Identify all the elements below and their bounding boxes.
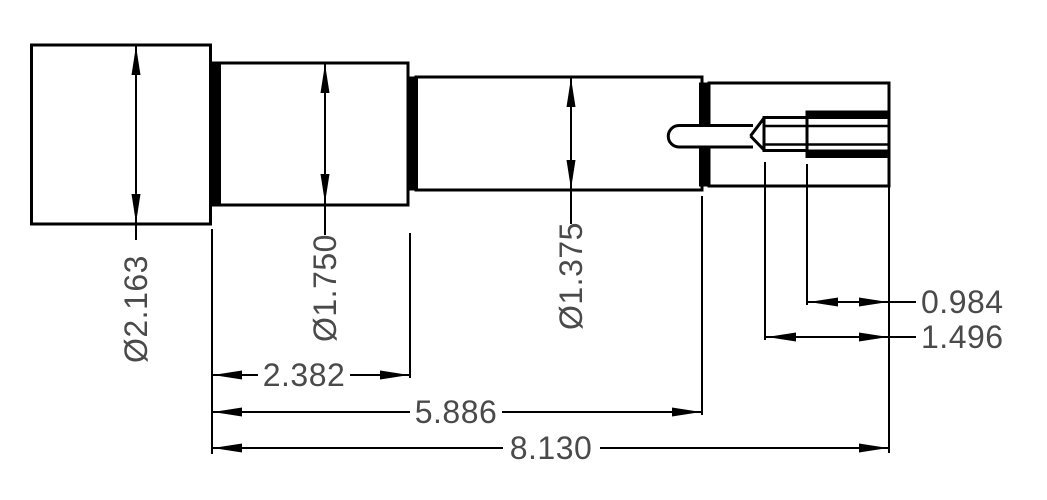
step-face-1 <box>210 62 221 206</box>
arrowhead-left <box>213 370 242 380</box>
dim-dia-mid: Ø1.750 <box>307 64 343 342</box>
section-large-outline <box>30 43 212 226</box>
step-face-2 <box>407 76 418 191</box>
dim-label-8130: 8.130 <box>510 430 593 466</box>
arrowhead-up <box>131 46 141 75</box>
arrowhead-left <box>767 332 796 342</box>
dim-label-1496: 1.496 <box>921 319 1004 355</box>
arrowhead-up <box>320 64 330 93</box>
dim-8130: 8.130 <box>213 430 888 466</box>
arrowhead-right <box>859 443 888 453</box>
section-mid-outline <box>210 61 410 207</box>
shaft-sections <box>30 43 891 226</box>
dim-label-dia-small: Ø1.375 <box>553 222 589 330</box>
arrowhead-left <box>809 297 838 307</box>
arrowhead-down <box>566 160 576 189</box>
drawbar-stud <box>666 110 891 158</box>
dim-2382: 2.382 <box>213 357 409 393</box>
dim-1496: 1.496 <box>766 319 1004 355</box>
dim-label-2382: 2.382 <box>263 357 346 393</box>
dim-label-0984: 0.984 <box>921 284 1004 320</box>
dim-label-dia-mid: Ø1.750 <box>307 234 343 342</box>
dim-0984: 0.984 <box>808 284 1004 320</box>
section-small-outline <box>414 75 704 192</box>
extension-lines <box>211 162 890 454</box>
pilot-pin <box>666 124 753 149</box>
dim-label-dia-large: Ø2.163 <box>118 255 154 363</box>
dim-dia-large: Ø2.163 <box>118 46 154 363</box>
arrowhead-left <box>213 407 242 417</box>
arrowhead-right <box>672 407 701 417</box>
arrowhead-down <box>131 194 141 223</box>
arrowhead-up <box>566 78 576 107</box>
dim-label-5886: 5.886 <box>415 394 498 430</box>
dim-5886: 5.886 <box>213 394 701 430</box>
arrowhead-right <box>859 332 888 342</box>
arrowhead-left <box>213 443 242 453</box>
arrowhead-down <box>320 174 330 203</box>
stud-chamfer <box>749 117 766 152</box>
arrowhead-right <box>859 297 888 307</box>
arrowhead-right <box>380 370 409 380</box>
dim-dia-small: Ø1.375 <box>553 78 589 330</box>
